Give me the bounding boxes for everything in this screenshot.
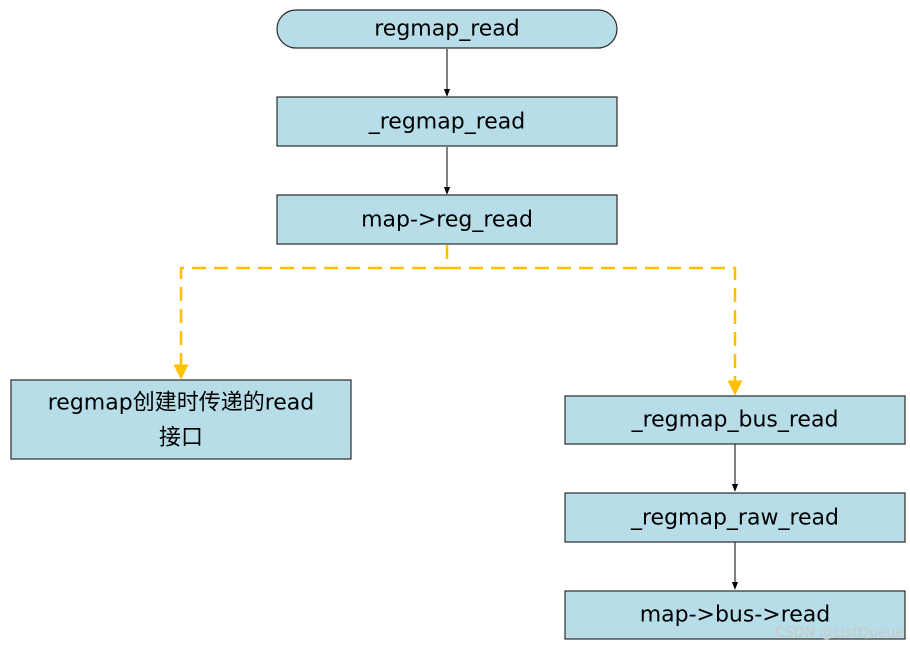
node-_regmap-read: _regmap_read [276, 96, 618, 147]
node-raw-read-label: _regmap_raw_read [630, 506, 839, 531]
node-reg-read: map->reg_read [276, 194, 618, 245]
watermark: CSDN @ListQueue [775, 625, 904, 641]
node-reg-read-label: map->reg_read [361, 208, 533, 233]
node-raw-read: _regmap_raw_read [564, 492, 906, 543]
node-bus-op-read: map->bus->read [564, 590, 906, 640]
node-create-read-label-line1: regmap创建时传递的read [48, 391, 314, 416]
node-bus-op-read-label: map->bus->read [640, 603, 831, 628]
edge-reg-read-to-create-read [173, 245, 449, 380]
node-regmap-read: regmap_read [276, 9, 618, 49]
node-bus-read: _regmap_bus_read [564, 395, 906, 445]
node-regmap-read-label: regmap_read [374, 17, 519, 42]
edge-reg-read-to-bus-read [447, 266, 743, 396]
node-_regmap-read-label: _regmap_read [368, 110, 525, 135]
node-create-read-label-line2: 接口 [159, 426, 203, 451]
node-bus-read-label: _regmap_bus_read [631, 408, 839, 433]
node-create-read: regmap创建时传递的read 接口 [10, 379, 352, 460]
